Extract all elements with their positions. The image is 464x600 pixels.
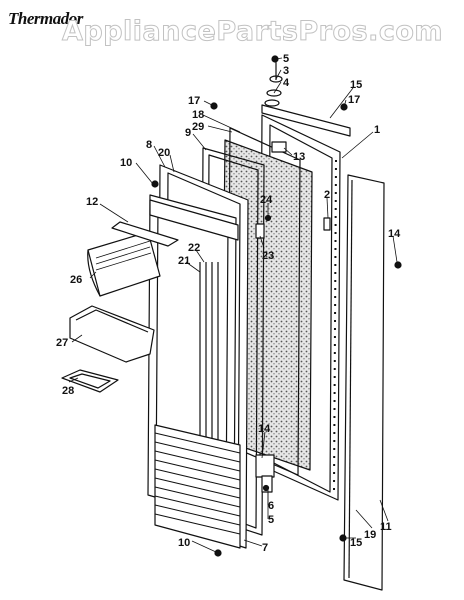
callout: 15 bbox=[350, 79, 362, 91]
callout: 11 bbox=[380, 521, 392, 533]
callout: 21 bbox=[178, 255, 190, 267]
callout: 4 bbox=[283, 77, 290, 89]
callout: 29 bbox=[192, 121, 204, 133]
callout: 12 bbox=[86, 196, 98, 208]
watermark: AppliancePartsPros.com bbox=[61, 16, 444, 48]
callout: 1 bbox=[374, 124, 380, 136]
callout: 10 bbox=[120, 157, 132, 169]
callout: 3 bbox=[283, 65, 289, 77]
callout: 2 bbox=[324, 189, 330, 201]
callout: 9 bbox=[185, 127, 191, 139]
callout: 7 bbox=[262, 542, 268, 554]
dairy-door bbox=[87, 231, 161, 297]
side-panel bbox=[343, 174, 385, 591]
callout: 23 bbox=[262, 250, 274, 262]
callout: 10 bbox=[178, 537, 190, 549]
door-bin bbox=[69, 305, 155, 363]
callout: 28 bbox=[62, 385, 74, 397]
callout: 22 bbox=[188, 242, 200, 254]
callout-labels: 5 3 4 15 17 17 18 29 9 13 1 8 20 10 12 2… bbox=[56, 53, 401, 554]
callout: 20 bbox=[158, 147, 170, 159]
callout: 18 bbox=[192, 109, 204, 121]
callout: 27 bbox=[56, 337, 68, 349]
dairy-frame bbox=[149, 199, 239, 241]
callout: 15 bbox=[350, 537, 362, 549]
callout: 14 bbox=[258, 423, 271, 435]
bottom-hinge bbox=[255, 454, 275, 478]
callout: 5 bbox=[283, 53, 289, 65]
brand-logo: Thermador bbox=[8, 9, 83, 28]
callout: 24 bbox=[260, 194, 273, 206]
callout: 17 bbox=[188, 95, 200, 107]
callout: 5 bbox=[268, 514, 274, 526]
top-bracket bbox=[261, 104, 351, 137]
callout: 26 bbox=[70, 274, 82, 286]
callout: 13 bbox=[293, 151, 305, 163]
callout: 19 bbox=[364, 529, 376, 541]
callout: 6 bbox=[268, 500, 274, 512]
callout: 17 bbox=[348, 94, 360, 106]
top-hinge bbox=[271, 141, 287, 153]
callout: 8 bbox=[146, 139, 152, 151]
callout: 14 bbox=[388, 228, 401, 240]
